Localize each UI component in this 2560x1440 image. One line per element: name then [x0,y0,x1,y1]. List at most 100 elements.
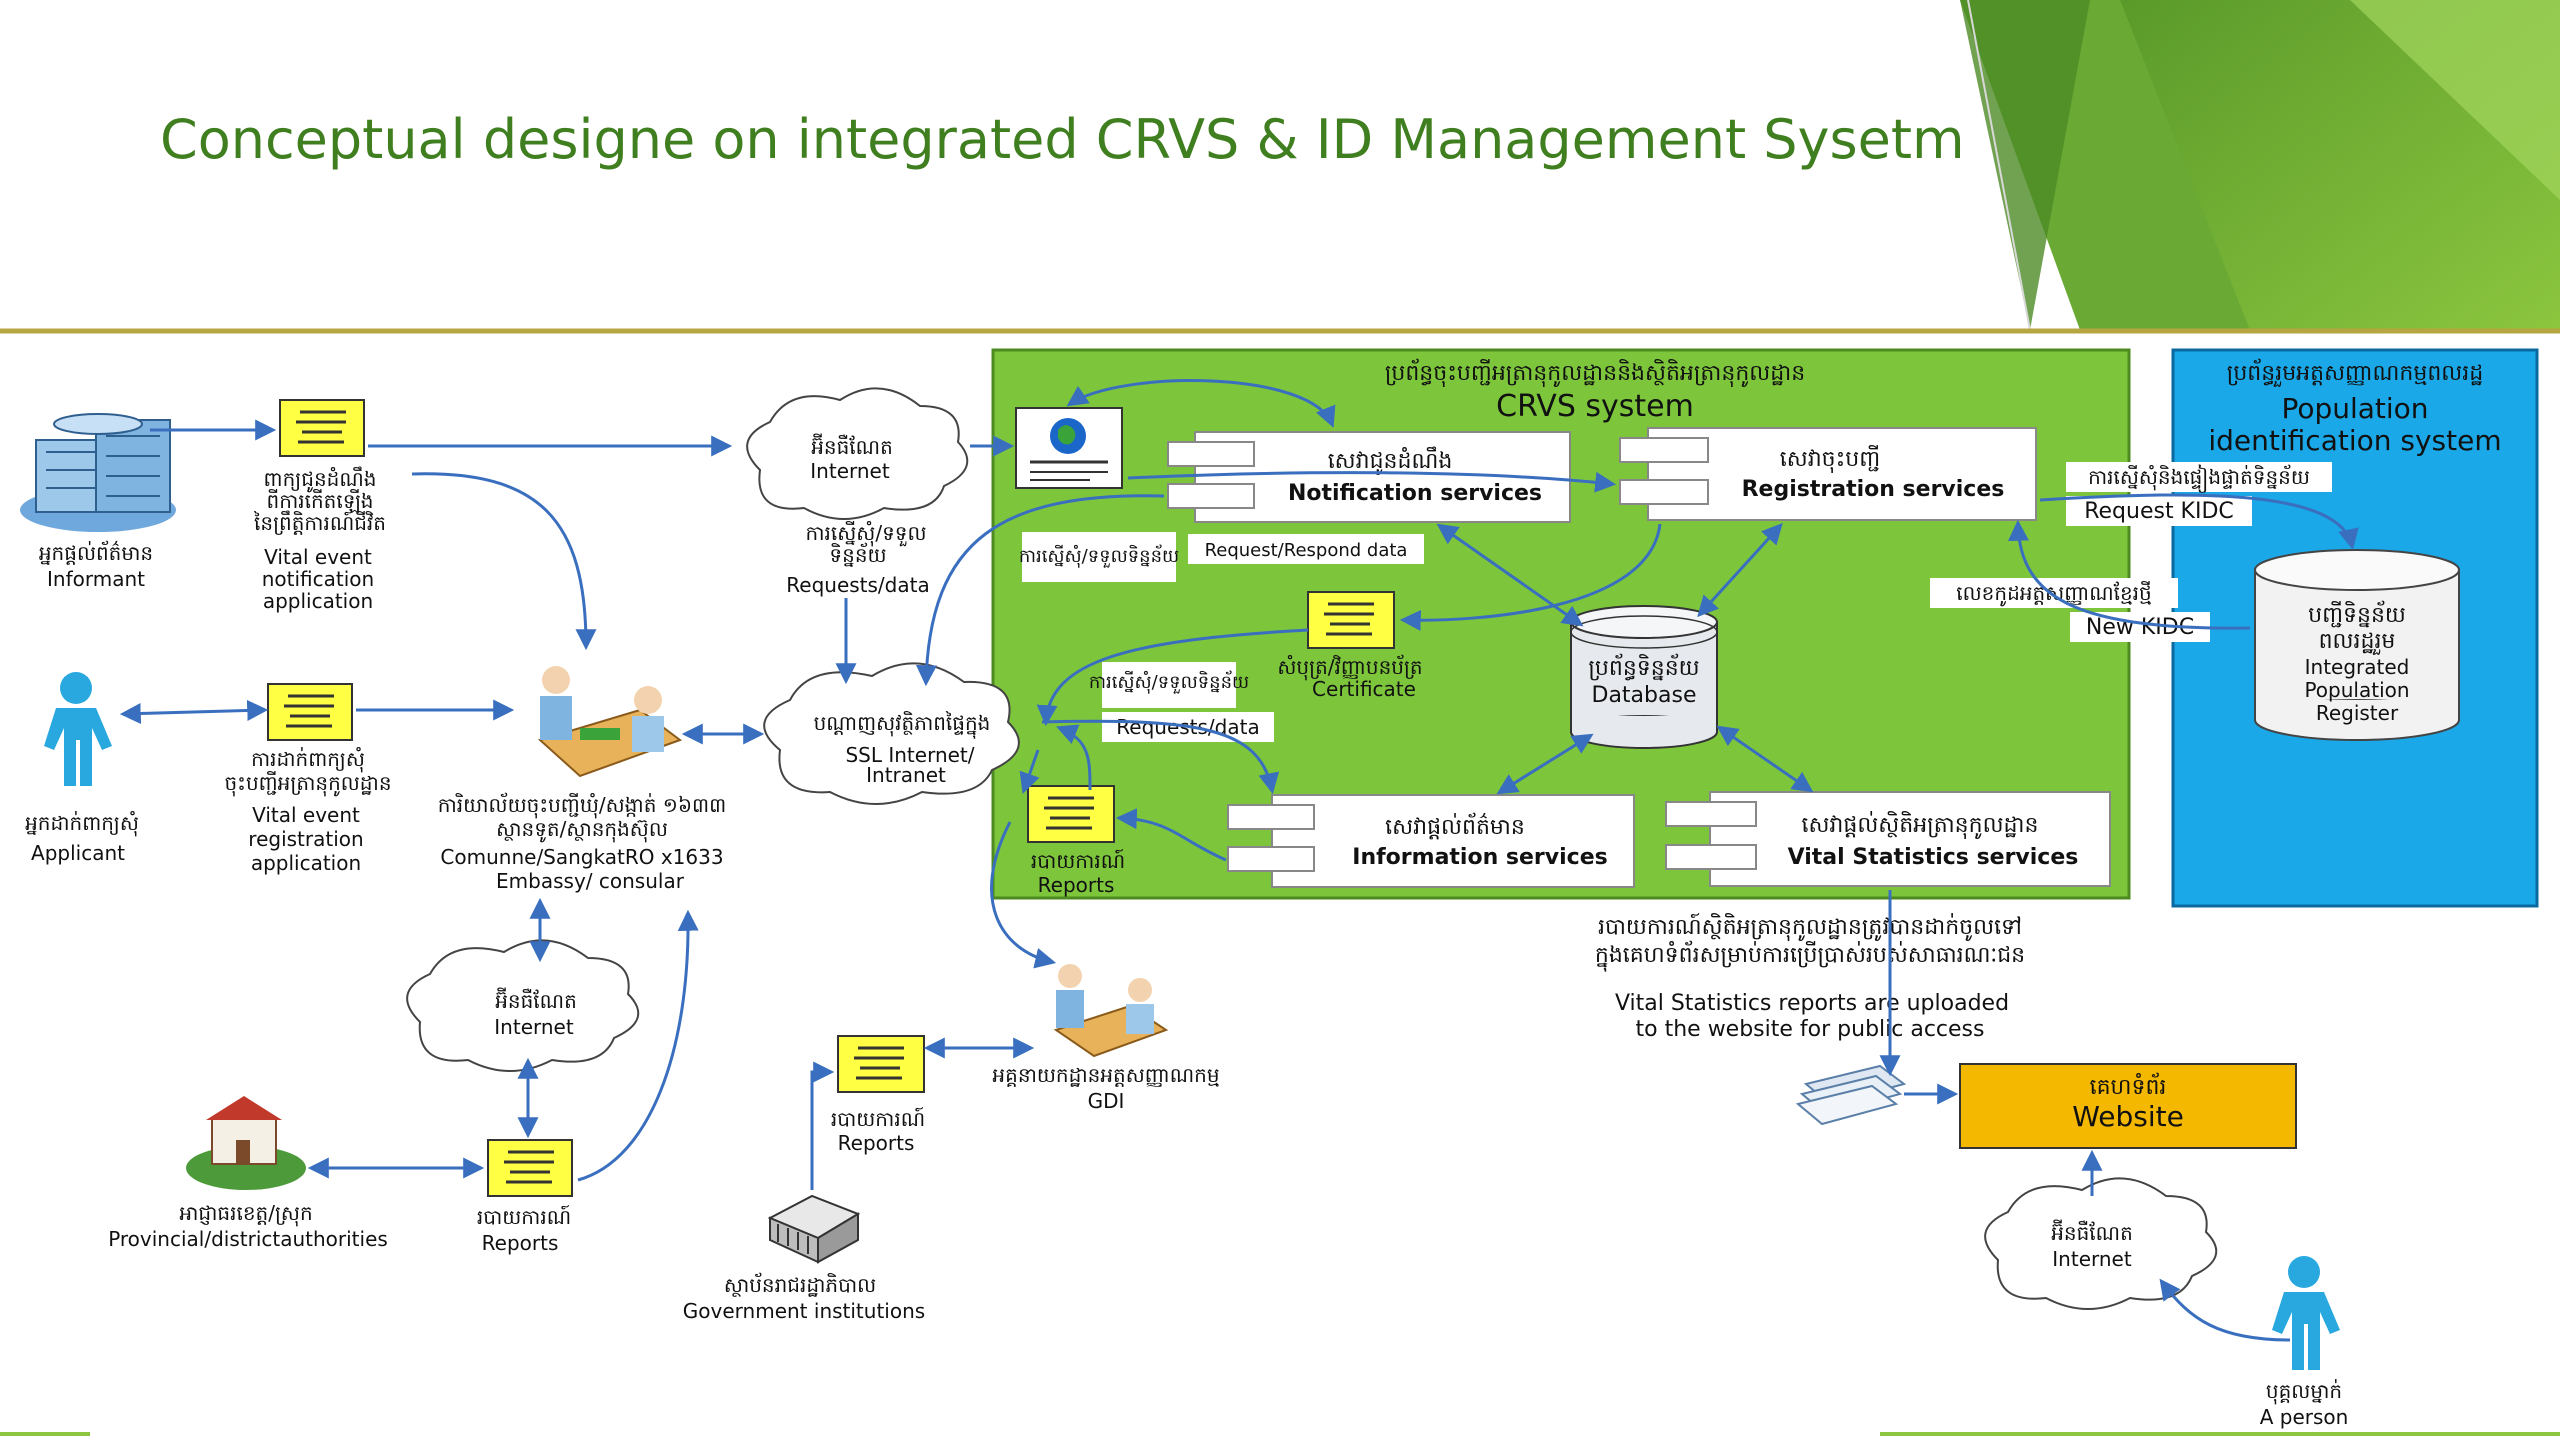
commune-km2: ស្ថានទូត/ស្ថានកុងស៊ុល [496,817,668,843]
provincial-reports-document-icon [487,1139,573,1197]
services-notification-km: សេវាជូនដំណឹង [1328,446,1453,475]
registration-application-document-icon [267,683,353,741]
internet-mid-km: អ៊ីនធឺណែត [495,987,577,1013]
pis-title-km: ប្រព័ន្ធរួមអត្តសញ្ញាណកម្មពលរដ្ឋ [2227,358,2483,387]
crvs-reports-document-icon [1027,785,1115,843]
new-kidc-km: លេខកូដអត្តសញ្ញាណខ្មែរថ្មី [1956,580,2151,607]
pis-title-en2: identification system [2208,424,2501,457]
gdi-en: GDI [1088,1089,1125,1113]
internet-bottom-km: អ៊ីនធឺណែត [2051,1219,2133,1245]
database-en: Database [1592,683,1697,708]
vital-notif-app-km2: ពីការកើតឡើង [267,488,374,513]
services-registration-en: Registration services [1742,477,2005,502]
internet-top-km: អ៊ីនធឺណែត [811,433,893,459]
applicant-km: អ្នកដាក់ពាក្យសុំ [25,810,139,837]
request-km-label: ការស្នើសុំ/ទទួលទិន្នន័យ [1019,544,1179,568]
crvs-reports-en: Reports [1038,873,1115,897]
government-building-icon [767,1194,861,1264]
request-kidc-km: ការស្នើសុំនិងផ្ទៀងផ្ទាត់ទិន្នន័យ [2088,464,2310,493]
integrated-population-register: បញ្ជីទិន្នន័យ ពលរដ្ឋរួម Integrated Popul… [2254,549,2460,741]
person-en: A person [2260,1405,2349,1429]
gdi-desk-icon [1053,964,1169,1058]
vs-note-km2: ក្នុងគេហទំព័រសម្រាប់ការប្រើប្រាស់របស់សាធ… [1595,940,2025,972]
person-km: បុគ្គលម្នាក់ [2266,1378,2342,1405]
vital-notif-app-km3: នៃព្រឹត្តិការណ៍ជីវិត [253,510,386,535]
commune-en1: Comunne/SangkatRO x1633 [440,845,723,869]
vital-notif-app-en2: notification [262,567,374,591]
vital-statistics-services: សេវាផ្តល់ស្ថិតិអត្រានុកូលដ្ឋាន Vital Sta… [1665,791,2111,887]
slide-title: Conceptual designe on integrated CRVS & … [160,108,1965,171]
services-registration-km: សេវាចុះបញ្ជី [1780,445,1880,473]
requests-data-inner-box [1102,662,1236,708]
services-information-km: សេវាផ្តល់ព័ត៌មាន [1385,812,1525,840]
reports-gov-km: របាយការណ៍ [831,1106,925,1131]
vs-note-en1: Vital Statistics reports are uploaded [1615,991,2009,1016]
information-services: សេវាផ្តល់ព័ត៌មាន Information services [1227,794,1635,888]
gov-reports-document-icon [837,1035,925,1093]
provincial-en: Provincial/districtauthorities [108,1227,388,1251]
crvs-database: ប្រព័ន្ធទិន្នន័យ Database [1570,605,1718,749]
building-icon [20,413,176,532]
internet-cloud-mid [406,939,640,1072]
ssl-en2: Intranet [866,763,946,787]
pis-db-en3: Register [2316,701,2399,725]
certificate-km: សំបុត្រ/វិញ្ញាបនប័ត្រ [1277,654,1422,681]
reports-gov-en: Reports [838,1131,915,1155]
applicant-en: Applicant [31,841,125,865]
office-desk-icon [538,666,683,778]
requests-left-km2: ទិន្នន័យ [829,542,886,567]
crvs-title-km: ប្រព័ន្ធចុះបញ្ជីអត្រានុកូលដ្ឋាននិងស្ថិតិ… [1385,358,1805,387]
website-en: Website [2072,1100,2184,1133]
services-information-en: Information services [1352,845,1607,870]
request-respond-box [1188,534,1424,564]
vital-reg-app-en3: application [251,851,361,875]
connector-arrows [119,379,2359,1342]
requests-data-inner-km: ការស្នើសុំ/ទទួលទិន្នន័យ [1089,670,1249,694]
request-kidc-label: Request KIDC [2084,499,2234,524]
vital-reg-app-km2: ចុះបញ្ជីអត្រានុកូលដ្ឋាន [224,770,391,797]
person-icon [2272,1256,2340,1370]
vital-notif-app-km1: ពាក្យជូនដំណឹង [264,466,377,493]
vital-notif-app-en3: application [263,589,373,613]
services-vital-km: សេវាផ្តល់ស្ថិតិអត្រានុកូលដ្ឋាន [1802,811,2039,839]
applicant-person-icon [44,672,112,786]
gdi-km: អគ្គនាយកដ្ឋានអត្តសញ្ញាណកម្ម [992,1063,1219,1087]
pis-title-en1: Population [2281,392,2428,425]
vital-notif-app-en1: Vital event [264,545,372,569]
ssl-intranet-cloud [763,662,1020,805]
commune-en2: Embassy/ consular [496,869,685,893]
gov-km: ស្ថាប័នរាជរដ្ឋាភិបាល [724,1272,876,1297]
notification-application-document-icon [279,399,365,457]
informant-en: Informant [47,567,145,591]
services-notification-en: Notification services [1288,481,1542,506]
internet-bottom-en: Internet [2052,1247,2132,1271]
website-box [1959,1063,2297,1149]
website-km: គេហទំព័រ [2090,1072,2167,1100]
internet-top-en: Internet [810,459,890,483]
corner-decoration [1960,0,2560,331]
web-portal-icon [1015,407,1123,489]
pis-db-en1: Integrated [2305,655,2410,679]
certificate-en: Certificate [1312,677,1416,701]
request-respond-label: Request/Respond data [1205,540,1408,561]
vital-reg-app-en1: Vital event [252,803,360,827]
provincial-building-icon [186,1096,306,1190]
ssl-en1: SSL Internet/ [845,743,974,767]
crvs-title-en: CRVS system [1496,389,1694,424]
vital-reg-app-km1: ការដាក់ពាក្យសុំ [251,746,365,773]
crvs-reports-km: របាយការណ៍ [1031,848,1125,873]
internet-mid-en: Internet [494,1015,574,1039]
requests-left-km1: ការស្នើសុំ/ទទួល [806,520,927,547]
internet-cloud-top [746,387,969,520]
certificate-document-icon [1307,591,1395,649]
gov-en: Government institutions [683,1299,925,1323]
requests-left-en: Requests/data [786,573,929,597]
ssl-km: បណ្តាញសុវត្ថិភាពផ្ទៃក្នុង [814,710,991,739]
stacked-documents-icon [1795,1064,1907,1126]
database-km: ប្រព័ន្ធទិន្នន័យ [1588,653,1699,681]
commune-km1: ការិយាល័យចុះបញ្ជីឃុំ/សង្កាត់ ១៦៣៣ [438,792,727,819]
services-vital-en: Vital Statistics services [1788,845,2079,870]
informant-km: អ្នកផ្តល់ព័ត៌មាន [39,540,153,565]
